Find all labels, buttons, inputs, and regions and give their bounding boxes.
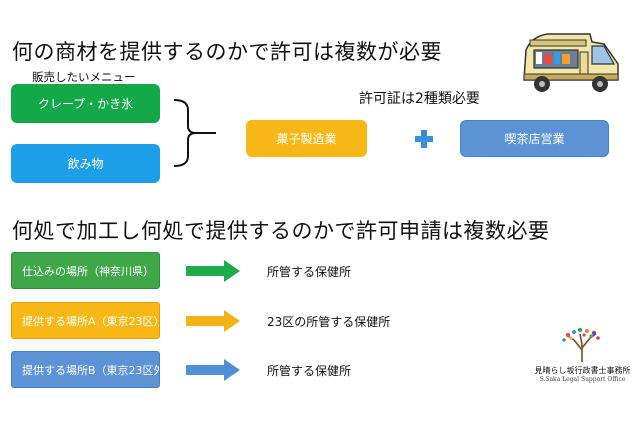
location-b: 提供する場所B（東京23区外）: [11, 351, 160, 388]
logo-subtitle: S.Saka Legal Support Office: [539, 376, 626, 383]
location-prep: 仕込みの場所（神奈川県）: [11, 252, 160, 289]
logo-name: 見晴らし坂行政書士事務所: [534, 366, 631, 375]
menu-item-crepe: クレープ・かき氷: [11, 84, 160, 123]
authority-a: 23区の所管する保健所: [267, 315, 391, 329]
heading-products: 何の商材を提供するのかで許可は複数が必要: [12, 40, 442, 64]
food-truck-icon: [523, 33, 619, 92]
arrow-right-icon: [186, 260, 240, 282]
arrow-right-icon: [186, 359, 240, 381]
plus-icon: [415, 130, 433, 148]
permit-caption: 許可証は2種類必要: [359, 91, 480, 107]
brace-icon: [173, 99, 216, 167]
menu-item-drinks: 飲み物: [11, 144, 160, 183]
tree-logo-icon: [562, 327, 600, 362]
arrow-right-icon: [186, 310, 240, 332]
authority-b: 所管する保健所: [267, 364, 352, 378]
authority-prep: 所管する保健所: [267, 265, 352, 279]
permit-coffee-shop: 喫茶店営業: [460, 120, 609, 157]
menu-caption: 販売したいメニュー: [32, 70, 136, 84]
location-a: 提供する場所A（東京23区）: [11, 302, 160, 339]
permit-confectionery: 菓子製造業: [246, 120, 367, 157]
heading-locations: 何処で加工し何処で提供するのかで許可申請は複数必要: [12, 219, 550, 243]
